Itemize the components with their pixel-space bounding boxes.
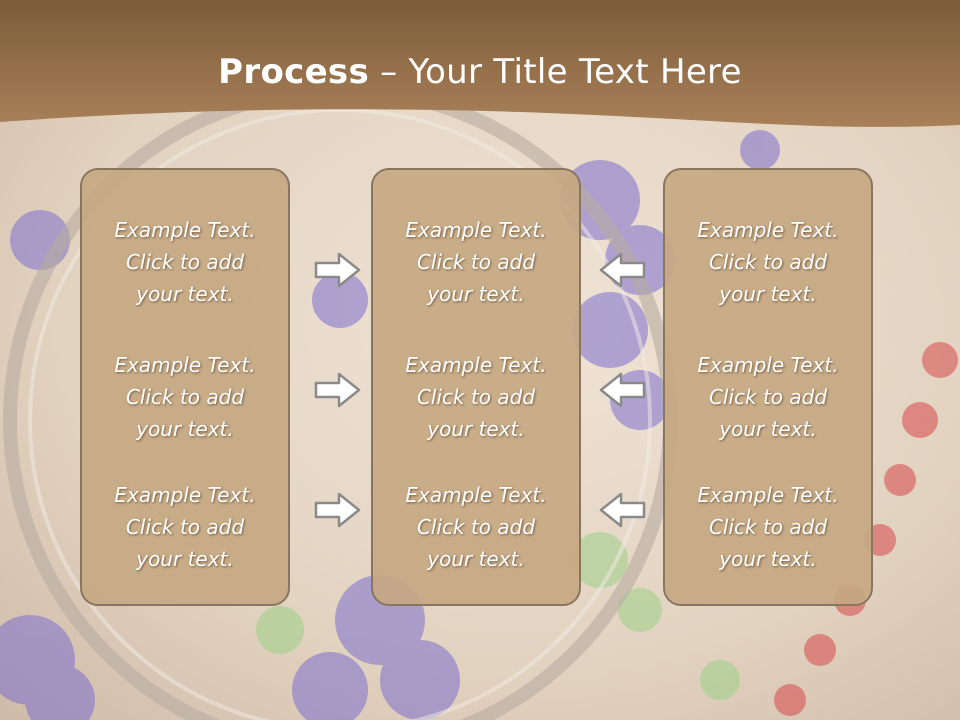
text-placeholder[interactable]: Example Text. Click to add your text. xyxy=(373,214,579,310)
text-line: Example Text. xyxy=(405,353,547,377)
text-placeholder[interactable]: Example Text. Click to add your text. xyxy=(82,214,288,310)
text-line: Click to add xyxy=(708,250,828,274)
text-line: Example Text. xyxy=(697,353,839,377)
title-bold-text: Process xyxy=(218,52,370,92)
text-line: your text. xyxy=(427,417,525,441)
arrow-left-icon[interactable] xyxy=(597,370,647,410)
text-line: Click to add xyxy=(125,385,245,409)
text-line: Click to add xyxy=(416,385,536,409)
text-line: Example Text. xyxy=(405,218,547,242)
title-rest-text: – Your Title Text Here xyxy=(369,52,742,92)
text-line: Click to add xyxy=(416,515,536,539)
text-line: Click to add xyxy=(416,250,536,274)
text-placeholder[interactable]: Example Text. Click to add your text. xyxy=(82,349,288,445)
arrow-right-icon[interactable] xyxy=(313,250,363,290)
arrow-right-icon[interactable] xyxy=(313,490,363,530)
header-banner xyxy=(0,0,960,127)
arrow-left-icon[interactable] xyxy=(597,250,647,290)
slide-title[interactable]: Process – Your Title Text Here xyxy=(0,52,960,92)
text-placeholder[interactable]: Example Text. Click to add your text. xyxy=(665,479,871,575)
text-line: your text. xyxy=(136,417,234,441)
text-line: your text. xyxy=(427,547,525,571)
text-placeholder[interactable]: Example Text. Click to add your text. xyxy=(373,349,579,445)
arrow-right-icon[interactable] xyxy=(313,370,363,410)
text-line: your text. xyxy=(427,282,525,306)
text-line: your text. xyxy=(719,282,817,306)
text-line: Example Text. xyxy=(697,218,839,242)
text-line: Example Text. xyxy=(114,218,256,242)
text-line: Example Text. xyxy=(405,483,547,507)
text-line: your text. xyxy=(719,547,817,571)
text-line: your text. xyxy=(719,417,817,441)
text-line: Click to add xyxy=(125,250,245,274)
text-line: Example Text. xyxy=(697,483,839,507)
process-box-right[interactable]: Example Text. Click to add your text. Ex… xyxy=(663,168,873,606)
process-box-center[interactable]: Example Text. Click to add your text. Ex… xyxy=(371,168,581,606)
text-line: your text. xyxy=(136,282,234,306)
text-line: Example Text. xyxy=(114,483,256,507)
text-placeholder[interactable]: Example Text. Click to add your text. xyxy=(665,349,871,445)
text-line: Click to add xyxy=(708,515,828,539)
text-line: Click to add xyxy=(125,515,245,539)
text-placeholder[interactable]: Example Text. Click to add your text. xyxy=(82,479,288,575)
text-line: Example Text. xyxy=(114,353,256,377)
arrow-left-icon[interactable] xyxy=(597,490,647,530)
text-placeholder[interactable]: Example Text. Click to add your text. xyxy=(373,479,579,575)
text-line: your text. xyxy=(136,547,234,571)
process-box-left[interactable]: Example Text. Click to add your text. Ex… xyxy=(80,168,290,606)
text-placeholder[interactable]: Example Text. Click to add your text. xyxy=(665,214,871,310)
text-line: Click to add xyxy=(708,385,828,409)
